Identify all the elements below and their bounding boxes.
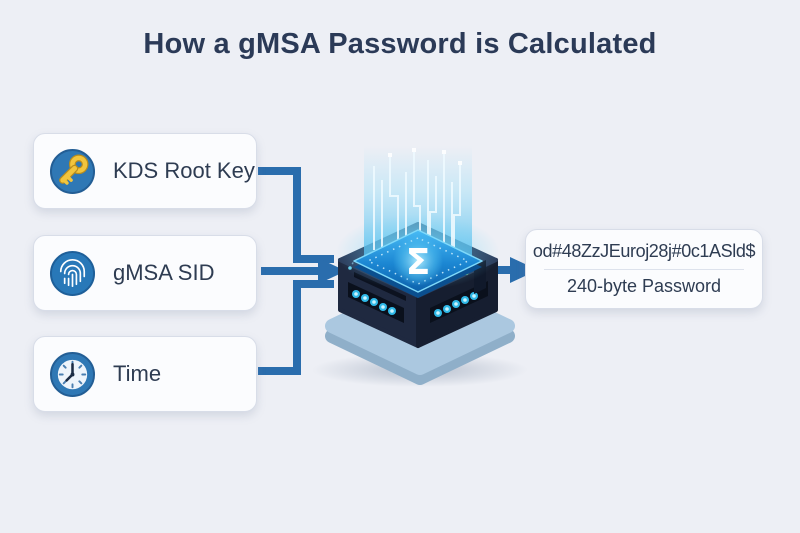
page-title: How a gMSA Password is Calculated <box>143 28 657 60</box>
input-label: gMSA SID <box>113 260 215 285</box>
sigma-plate: Σ <box>353 229 483 298</box>
arrow-time-to-processor <box>258 280 334 375</box>
key-icon <box>49 148 96 194</box>
divider <box>544 269 744 270</box>
platform-slab <box>325 277 515 385</box>
circuit-pads <box>388 148 462 165</box>
input-card-time: Time <box>33 336 257 412</box>
circuit-glow-column <box>336 146 500 290</box>
input-label: KDS Root Key <box>113 158 255 183</box>
input-card-gmsa-sid: gMSA SID <box>33 235 257 311</box>
chip-shadow <box>312 353 528 387</box>
chip-body <box>338 222 498 348</box>
green-led <box>463 269 469 275</box>
sigma-processor-chip: Σ <box>312 146 528 387</box>
password-caption: 240-byte Password <box>566 276 722 296</box>
circuit-traces <box>373 152 461 250</box>
clock-icon <box>49 351 96 397</box>
fingerprint-icon <box>49 250 96 296</box>
input-card-kds-root-key: KDS Root Key <box>33 133 257 209</box>
arrow-kds-to-processor <box>258 167 334 263</box>
led-row-right <box>434 292 478 317</box>
output-card-password: od#48ZzJEuroj28j#0c1ASld$ 240-byte Passw… <box>525 229 763 309</box>
input-label: Time <box>113 361 162 386</box>
chip-side-module <box>474 260 486 294</box>
sigma-symbol: Σ <box>406 242 431 283</box>
arrow-sid-to-processor <box>261 258 346 284</box>
password-value: od#48ZzJEuroj28j#0c1ASld$ <box>532 241 756 261</box>
led-row-left <box>352 290 396 315</box>
